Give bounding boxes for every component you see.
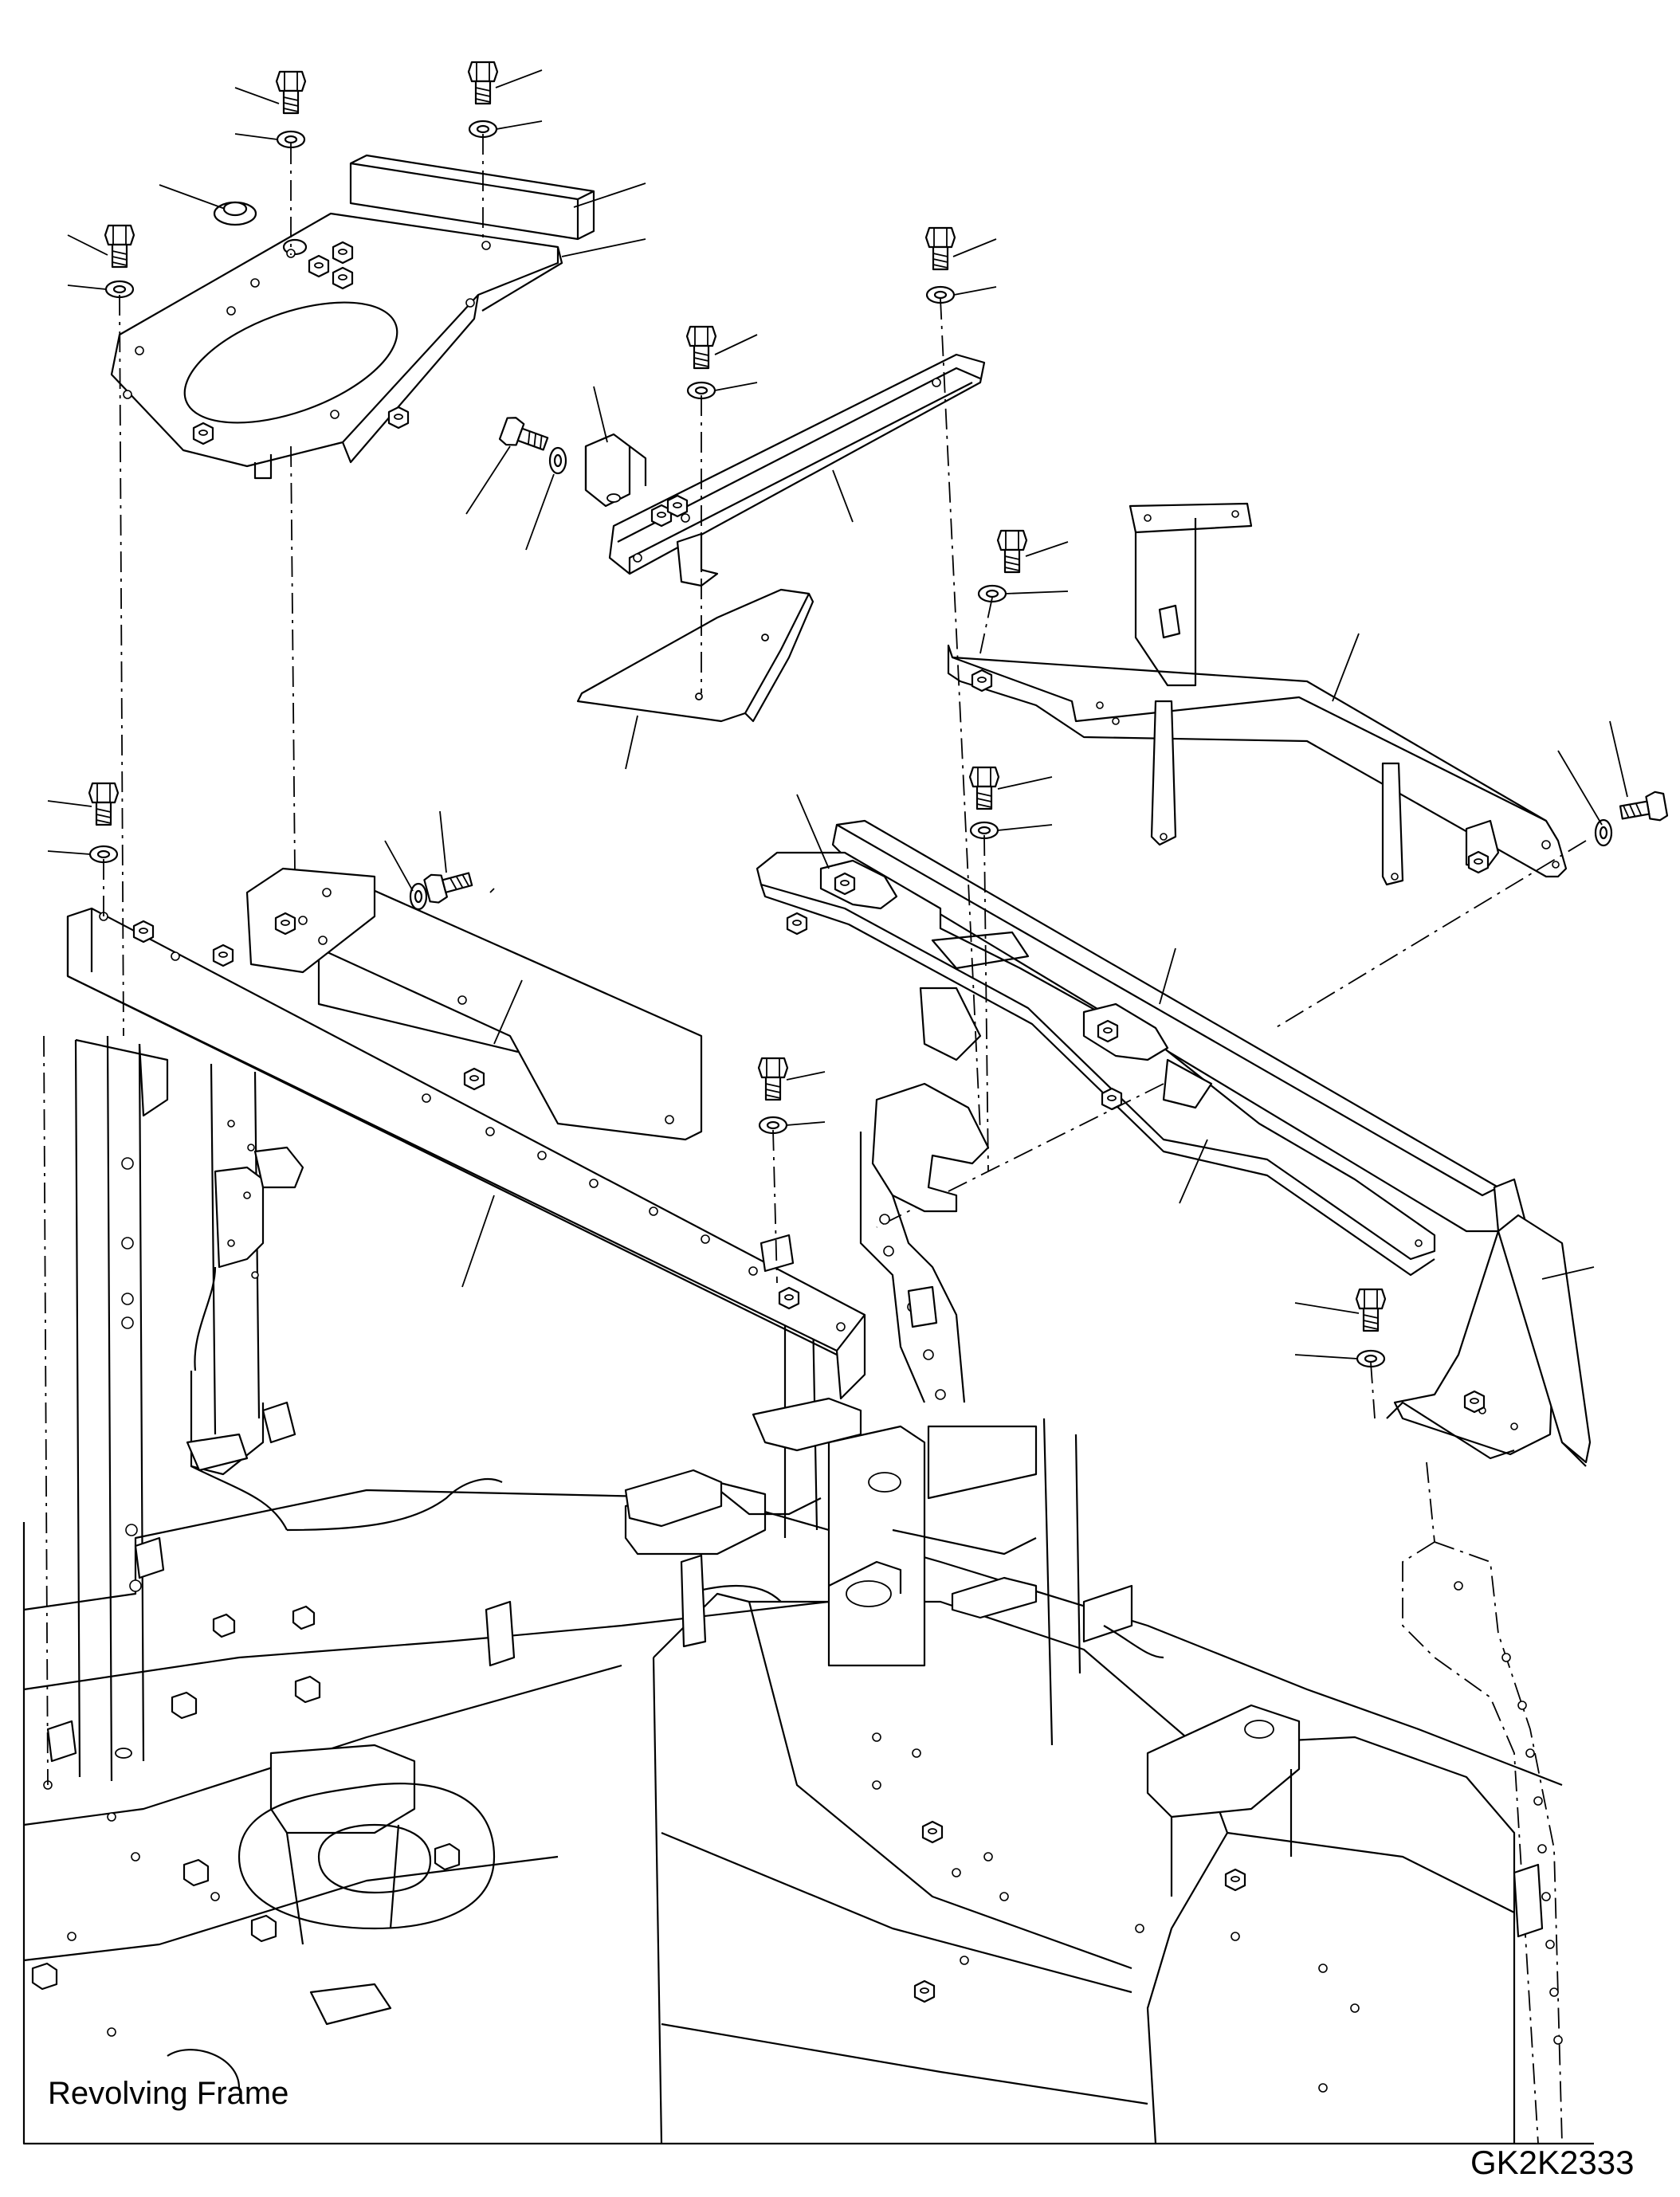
channel-rail xyxy=(608,353,986,587)
outer-bracket-lower-right xyxy=(1386,1401,1515,1460)
cover-plate xyxy=(576,588,814,723)
fasteners xyxy=(88,61,1669,1368)
revolving-frame-label: Revolving Frame xyxy=(48,2076,289,2111)
leader-lines xyxy=(47,69,1628,1359)
drawing-code-label: GK2K2333 xyxy=(1470,2144,1635,2181)
left-column-frame xyxy=(43,1035,1164,1786)
cross-beam xyxy=(66,867,866,1400)
mount-plate xyxy=(110,154,595,480)
insulation-strip-right xyxy=(1497,1214,1592,1467)
center-bracket xyxy=(859,1082,990,1403)
support-frame xyxy=(947,502,1568,886)
small-bracket xyxy=(584,433,689,528)
revolving-frame xyxy=(22,1425,1594,2145)
